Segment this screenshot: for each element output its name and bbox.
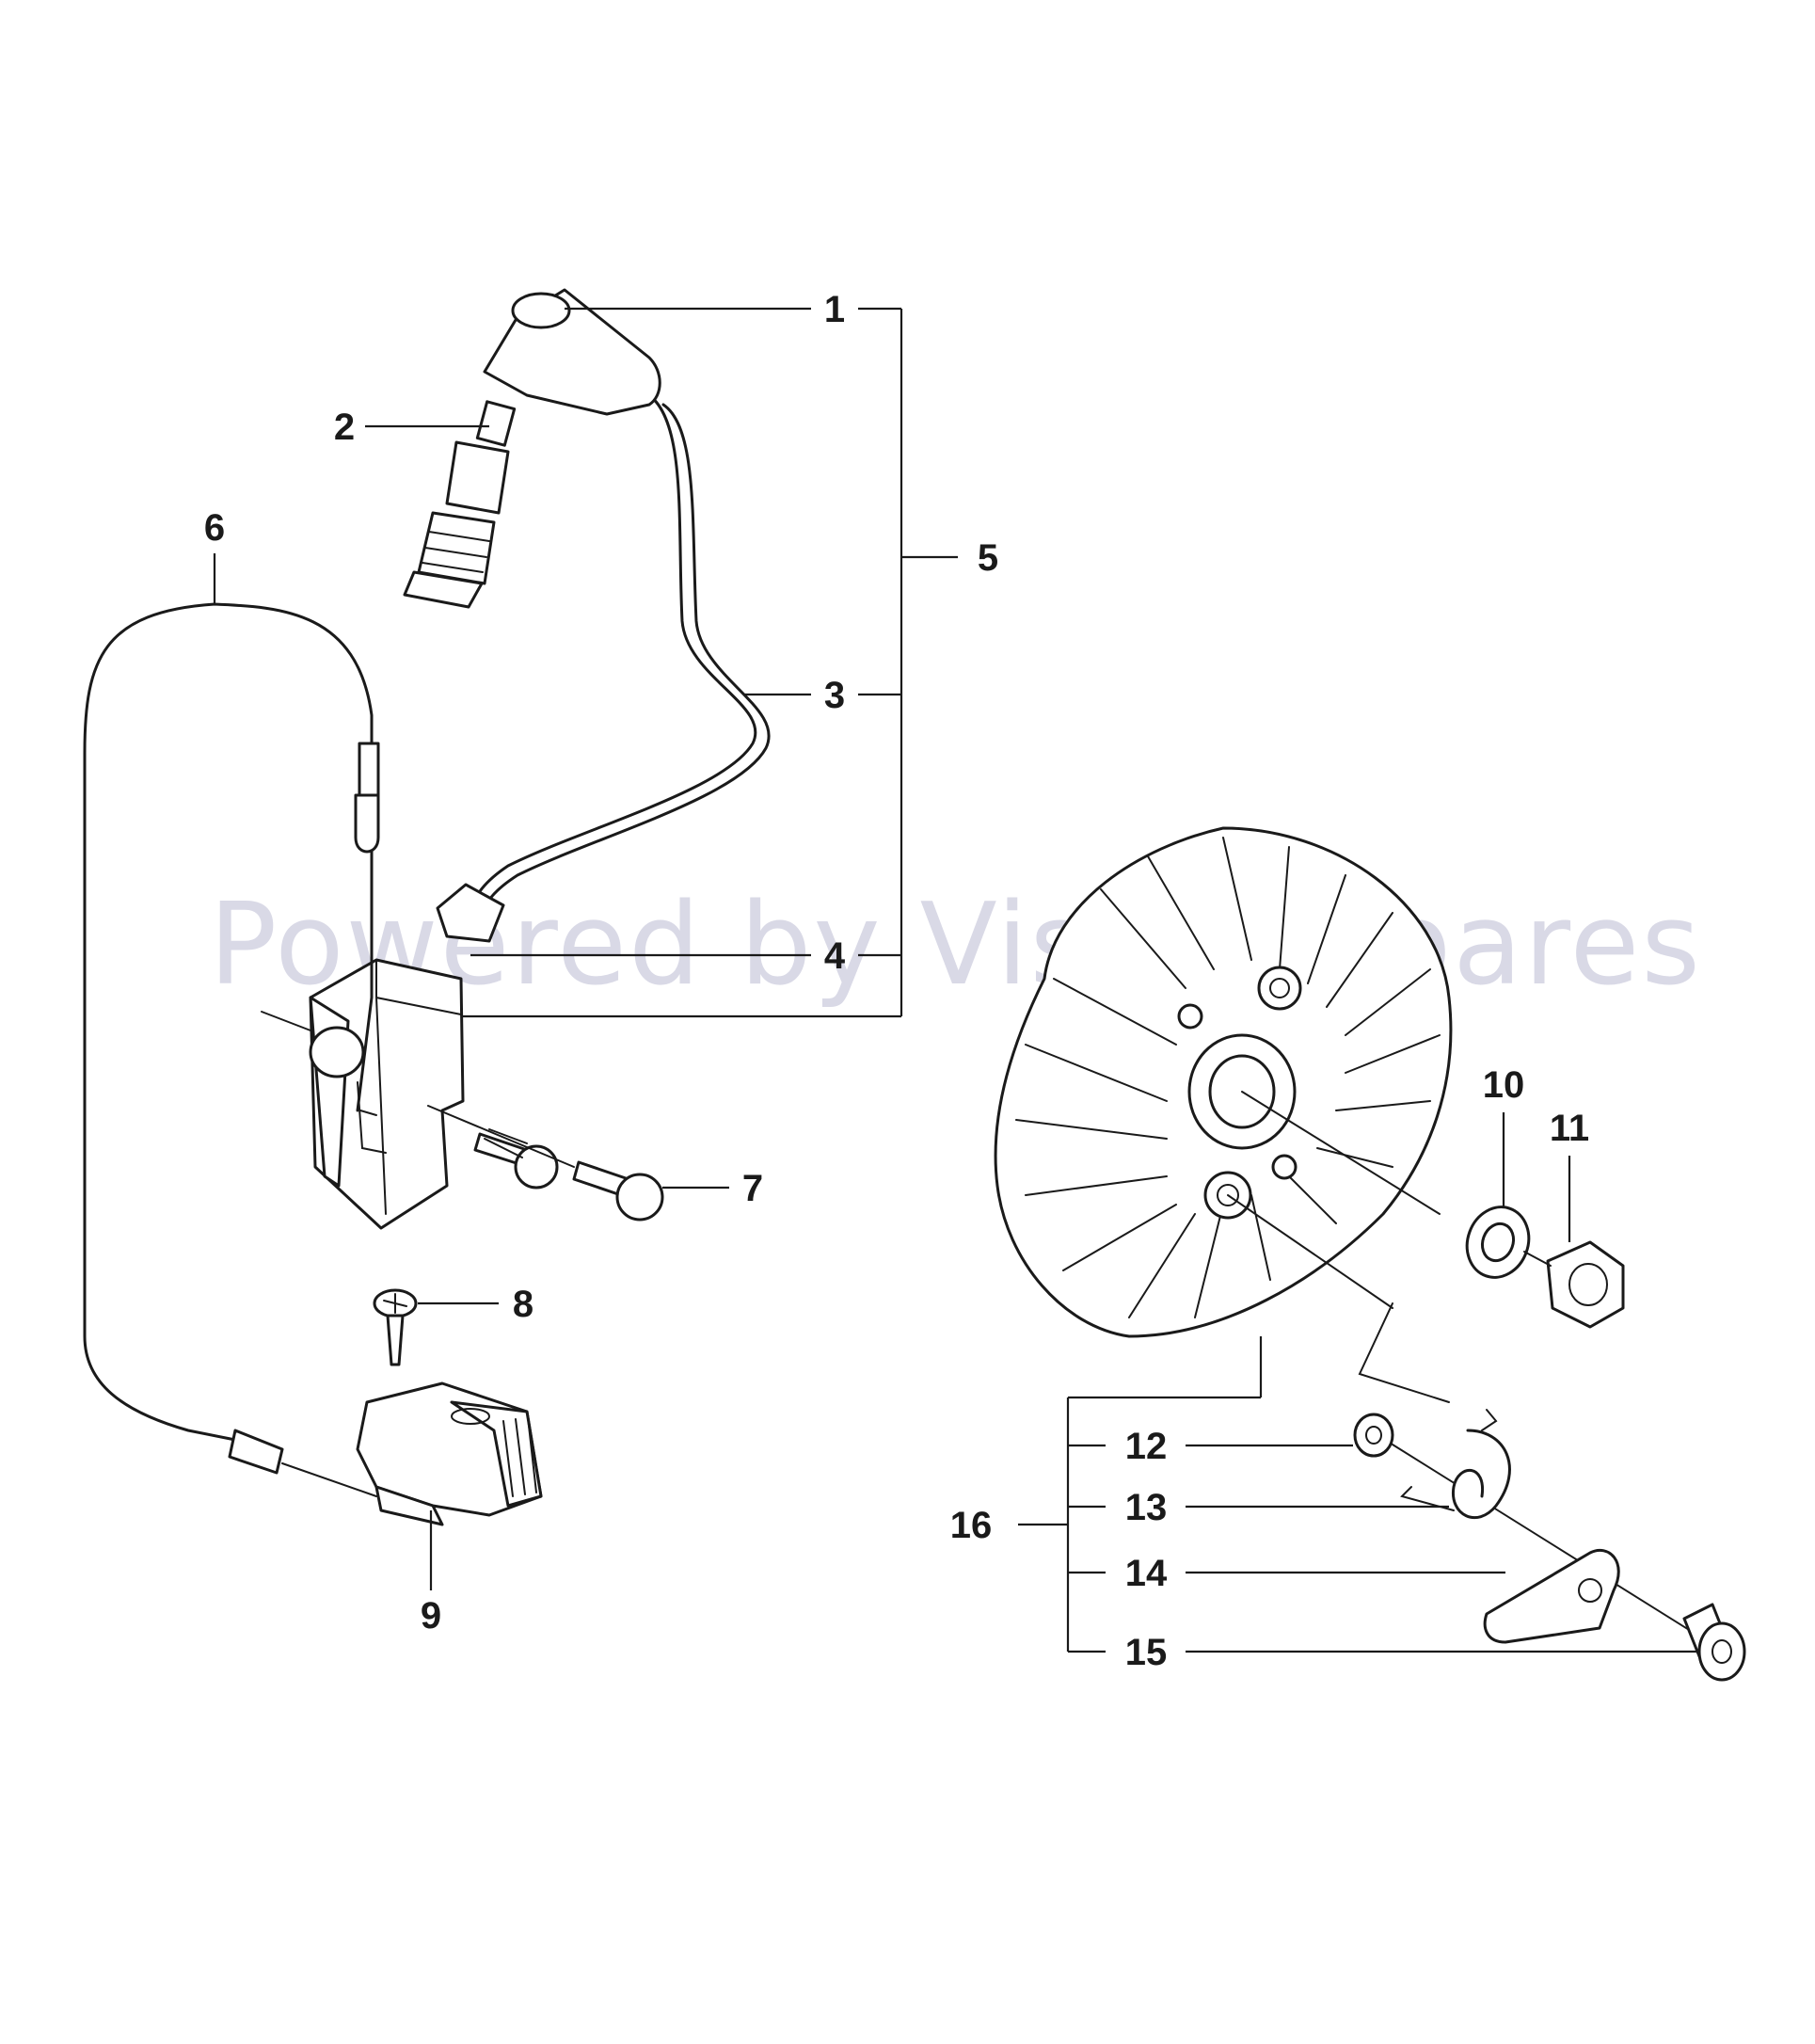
callout-3: 3	[824, 675, 845, 716]
pawl-spring	[1452, 1429, 1511, 1519]
stop-wire-connector-bottom	[228, 1429, 284, 1475]
callout-4: 4	[824, 935, 846, 977]
stop-wire-connector-top	[354, 793, 380, 854]
callout-9: 9	[421, 1595, 441, 1637]
pawl-washer	[1353, 1413, 1394, 1458]
flywheel	[994, 826, 1453, 1338]
stop-wire-terminal-top	[358, 742, 380, 797]
leader-lines	[213, 307, 1698, 1653]
spark-plug-cap-top	[511, 292, 571, 329]
ht-lead-wire-outer	[480, 403, 771, 915]
callout-15: 15	[1125, 1632, 1168, 1673]
ignition-lead-group	[403, 288, 771, 943]
callout-2: 2	[334, 407, 355, 448]
stop-wire	[83, 602, 374, 1442]
callout-6: 6	[204, 507, 225, 549]
callout-12: 12	[1125, 1426, 1168, 1467]
module-mount-hole	[309, 1026, 365, 1078]
callout-8: 8	[513, 1284, 533, 1325]
callout-11: 11	[1550, 1108, 1589, 1149]
callout-labels: 1 2 3 4 5 6 7 8 9 10 11 12 13 14 15 16	[204, 289, 1589, 1673]
ht-lead-wire	[469, 393, 757, 910]
callout-10: 10	[1483, 1064, 1525, 1106]
starter-pawl	[1483, 1548, 1620, 1644]
callout-1: 1	[824, 289, 845, 330]
callout-5: 5	[978, 537, 998, 579]
ignition-module	[261, 958, 465, 1230]
callout-14: 14	[1125, 1553, 1168, 1594]
lead-boot	[436, 883, 505, 943]
callout-7: 7	[742, 1168, 763, 1209]
stop-switch	[356, 1288, 543, 1526]
pawl-screw-head	[1697, 1621, 1746, 1682]
callout-16: 16	[950, 1505, 993, 1546]
callout-13: 13	[1125, 1487, 1168, 1528]
switch-screw-shank	[386, 1314, 405, 1366]
spark-plug	[403, 400, 517, 609]
flywheel-pawl-hole-top	[1257, 966, 1302, 1011]
module-screws	[427, 1105, 664, 1222]
flywheel-nut	[1546, 1240, 1625, 1329]
